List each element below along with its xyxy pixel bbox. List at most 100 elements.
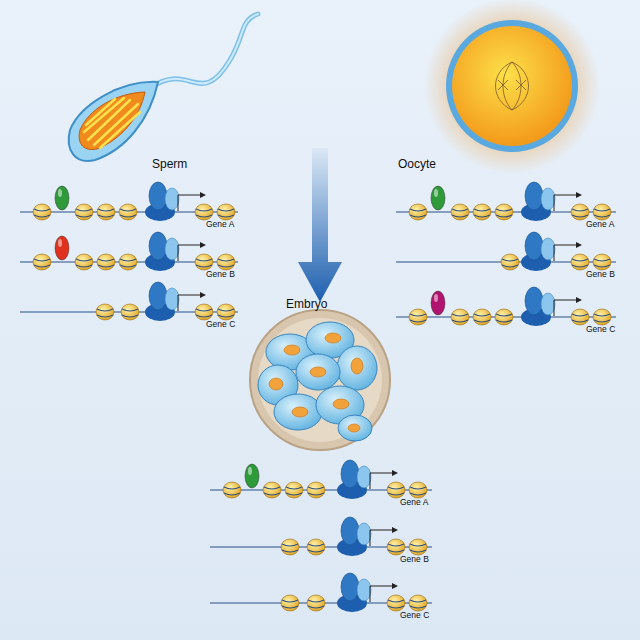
- nucleosome: [75, 204, 93, 220]
- epigenetic-mark: [431, 291, 445, 315]
- gene-label: Gene A: [206, 219, 234, 229]
- gene-label: Gene C: [206, 319, 235, 329]
- transcription-arrow: [178, 295, 200, 311]
- nucleosome: [223, 482, 241, 498]
- dna-wrap: [120, 209, 136, 217]
- dna-wrap: [97, 309, 113, 317]
- dna-wrap: [218, 209, 234, 217]
- nucleosome: [307, 482, 325, 498]
- nucleosome: [473, 204, 491, 220]
- nucleosome: [33, 254, 51, 270]
- dna-wrap: [572, 259, 588, 267]
- highlight: [434, 189, 438, 197]
- cell-label: Embryo: [286, 297, 327, 311]
- transcription-arrow: [370, 473, 392, 489]
- transcription-factor: [341, 517, 359, 545]
- nucleosome: [119, 254, 137, 270]
- dna-wrap: [410, 600, 426, 608]
- dna-wrap: [196, 209, 212, 217]
- dna-wrap: [410, 487, 426, 495]
- highlight: [58, 239, 62, 247]
- gene-label: Gene C: [586, 324, 615, 334]
- transcription-factor: [341, 460, 359, 488]
- gene-label: Gene B: [206, 269, 235, 279]
- transcription-arrow: [178, 195, 200, 211]
- transcription-factor: [525, 182, 543, 210]
- cell-label: Oocyte: [398, 157, 436, 171]
- nucleosome: [451, 204, 469, 220]
- nucleosome: [409, 482, 427, 498]
- nucleosome: [571, 204, 589, 220]
- nucleosome: [409, 309, 427, 325]
- polymerase: [165, 238, 179, 260]
- polymerase: [357, 523, 371, 545]
- nucleosome: [307, 595, 325, 611]
- dna-wrap: [264, 487, 280, 495]
- dna-wrap: [594, 314, 610, 322]
- nucleosome: [473, 309, 491, 325]
- dna-wrap: [308, 544, 324, 552]
- dna-wrap: [34, 209, 50, 217]
- highlight: [434, 294, 438, 302]
- nucleosome: [593, 254, 611, 270]
- nucleosome: [217, 254, 235, 270]
- dna-wrap: [388, 600, 404, 608]
- nucleosome: [495, 309, 513, 325]
- nucleosome: [217, 304, 235, 320]
- development-arrow: [298, 148, 342, 302]
- dna-wrap: [286, 487, 302, 495]
- cell-label: Sperm: [152, 157, 187, 171]
- transcription-arrow: [370, 530, 392, 546]
- dna-wrap: [474, 209, 490, 217]
- transcription-arrow: [554, 195, 576, 211]
- nucleosome: [263, 482, 281, 498]
- polymerase: [541, 293, 555, 315]
- transcription-factor: [341, 573, 359, 601]
- arrowhead: [576, 297, 582, 303]
- transcription-arrow: [370, 586, 392, 602]
- gene-strands: [20, 182, 616, 612]
- oocyte-cell: [424, 0, 600, 174]
- nucleosome: [97, 254, 115, 270]
- transcription-factor: [149, 282, 167, 310]
- nucleosome: [387, 539, 405, 555]
- dna-wrap: [496, 209, 512, 217]
- nucleosome: [195, 204, 213, 220]
- arrowhead: [392, 527, 398, 533]
- dna-wrap: [282, 600, 298, 608]
- dna-wrap: [410, 209, 426, 217]
- dna-wrap: [410, 314, 426, 322]
- arrowhead: [200, 192, 206, 198]
- dna-wrap: [410, 544, 426, 552]
- polymerase: [541, 238, 555, 260]
- nucleosome: [409, 595, 427, 611]
- nucleosome: [195, 254, 213, 270]
- polymerase: [165, 188, 179, 210]
- dna-wrap: [594, 259, 610, 267]
- gene-label: Gene A: [586, 219, 614, 229]
- dna-wrap: [388, 487, 404, 495]
- dna-wrap: [308, 600, 324, 608]
- epigenetic-mark: [245, 464, 259, 488]
- dna-wrap: [502, 259, 518, 267]
- dna-wrap: [308, 487, 324, 495]
- arrowhead: [576, 192, 582, 198]
- nucleosome: [96, 304, 114, 320]
- transcription-arrow: [554, 245, 576, 261]
- nucleosome: [281, 539, 299, 555]
- nucleosome: [451, 309, 469, 325]
- transcription-factor: [149, 232, 167, 260]
- nucleosome: [409, 539, 427, 555]
- epigenetic-mark: [431, 186, 445, 210]
- nucleosome: [119, 204, 137, 220]
- dna-wrap: [196, 309, 212, 317]
- arrowhead: [200, 242, 206, 248]
- arrowhead: [200, 292, 206, 298]
- polymerase: [165, 288, 179, 310]
- nucleosome: [571, 309, 589, 325]
- sperm-cell: [69, 14, 258, 161]
- nucleosome: [307, 539, 325, 555]
- dna-wrap: [594, 209, 610, 217]
- dna-wrap: [224, 487, 240, 495]
- dna-wrap: [282, 544, 298, 552]
